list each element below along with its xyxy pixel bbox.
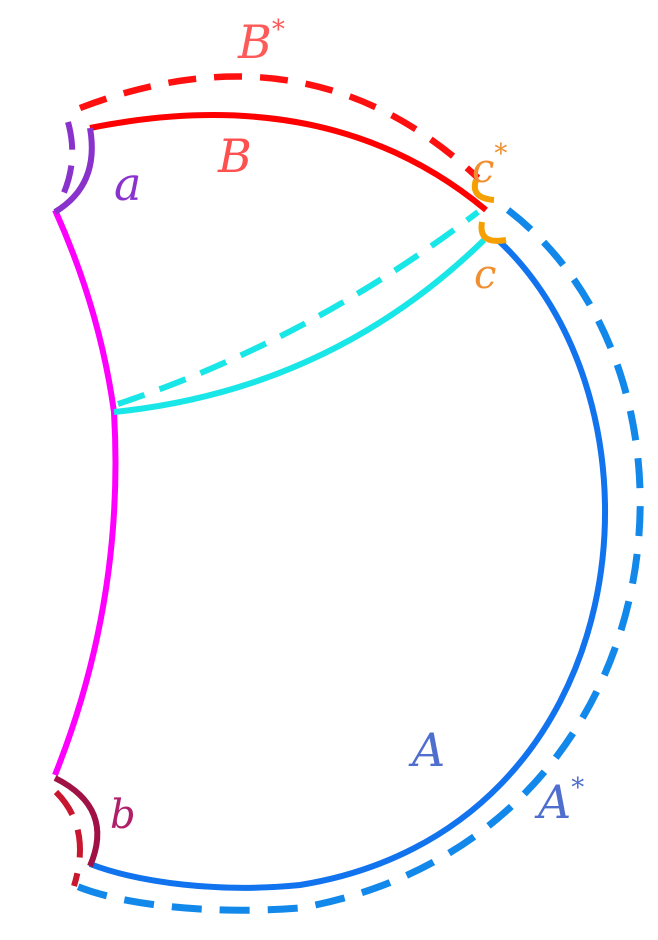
label-A-star: A* [534, 773, 584, 829]
cyan-geodesic [113, 237, 487, 415]
arc-b-dashed [53, 789, 83, 887]
arc-a-dashed [55, 121, 76, 207]
label-A: A [408, 723, 445, 777]
arc-b [53, 775, 101, 868]
magenta-geodesic-lower [52, 411, 119, 777]
label-c: c [474, 252, 496, 298]
label-c-star: c* [472, 139, 507, 192]
arc-B [89, 112, 488, 213]
label-b: b [110, 792, 136, 838]
arc-a [53, 127, 95, 215]
arc-A-star [72, 207, 644, 914]
arc-A [88, 237, 608, 891]
label-a: a [114, 157, 141, 211]
label-B: B [217, 129, 252, 183]
magenta-geodesic-upper [52, 208, 117, 413]
arc-B-star [78, 73, 481, 181]
cyan-dashed-geodesic [117, 209, 480, 407]
arc-c [478, 221, 507, 244]
arc-c-star [471, 179, 495, 203]
label-B-star: B* [237, 15, 285, 69]
